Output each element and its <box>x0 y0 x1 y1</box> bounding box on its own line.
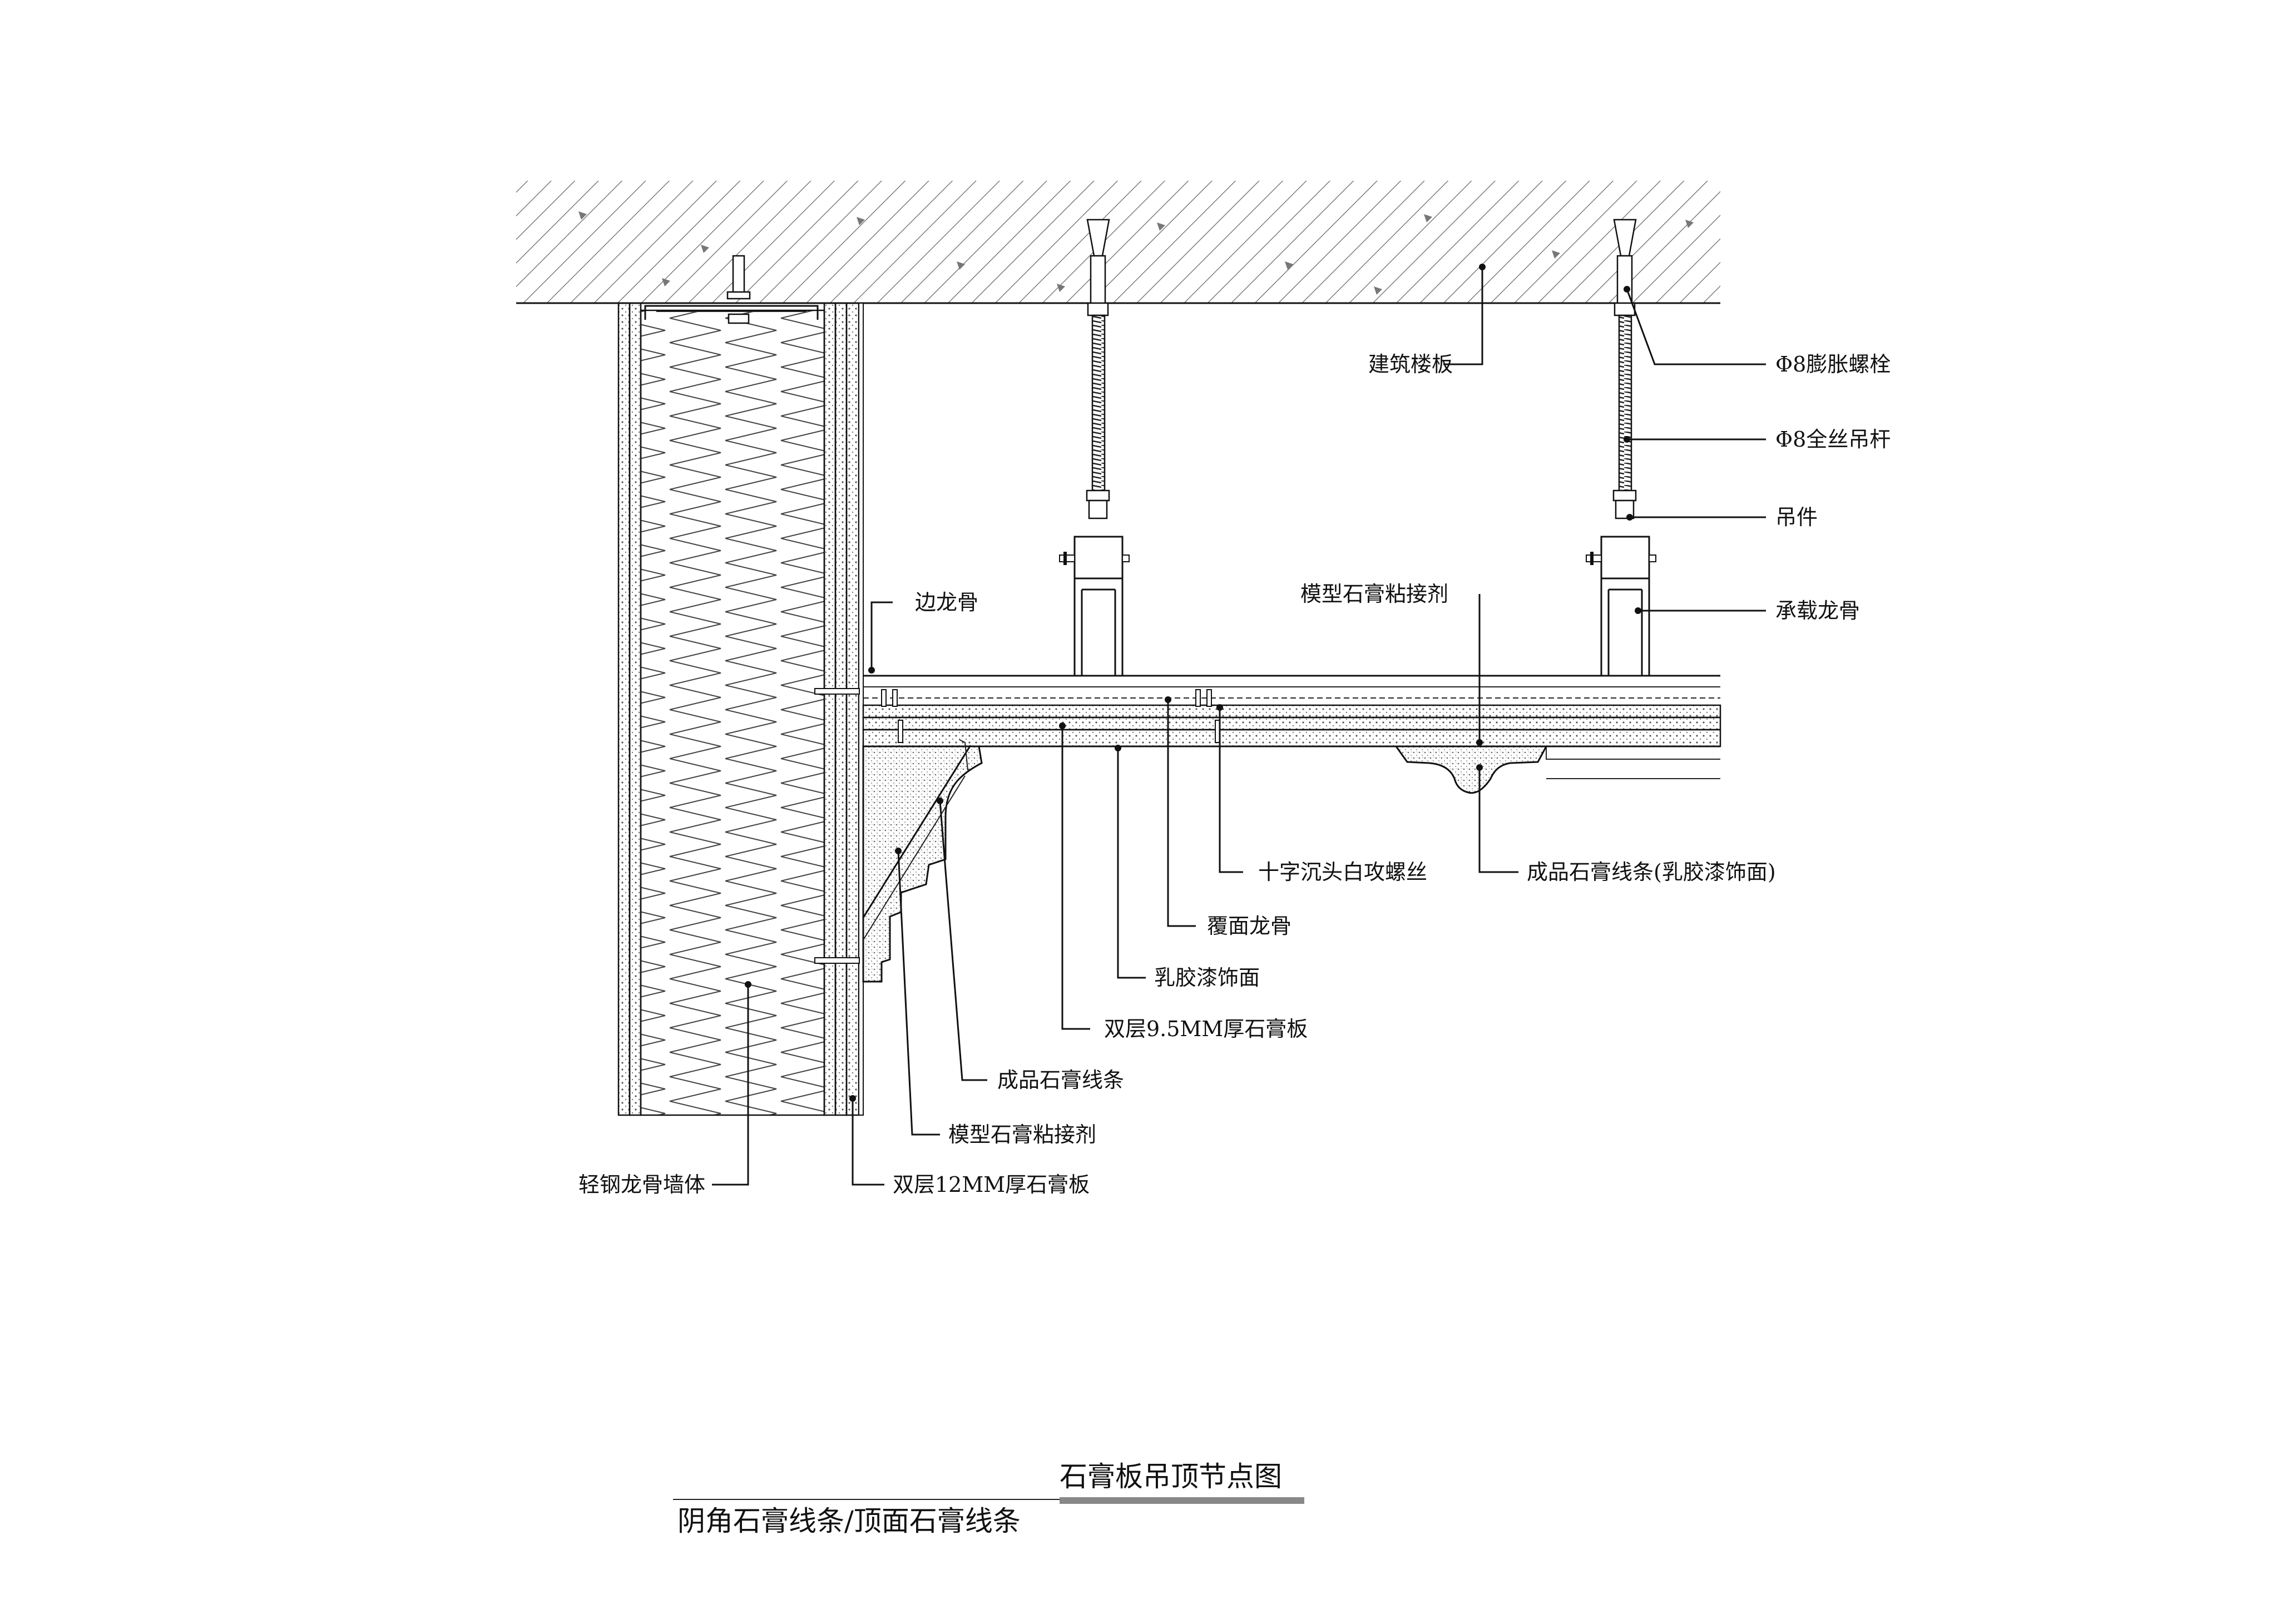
steel-stud-wall <box>617 302 864 1116</box>
self-tapping-screw-icons <box>814 688 1220 964</box>
ceiling-gypsum-boards <box>862 704 1721 779</box>
label-adhesive-corner: 模型石膏粘接剂 <box>948 1122 1096 1147</box>
callout-labels: 建筑楼板 Φ8膨胀螺栓 Φ8全丝吊杆 吊件 承载龙骨 边龙骨 模型石膏粘接剂 十… <box>578 352 1891 1197</box>
label-cross-runner: 覆面龙骨 <box>1207 914 1292 938</box>
leader-lines <box>712 264 1766 1186</box>
building-slab <box>516 181 1720 304</box>
hanger-assembly-left <box>1059 219 1130 676</box>
ceiling-runners <box>863 675 1720 699</box>
drawing-subtitle: 阴角石膏线条/顶面石膏线条 <box>677 1505 1021 1537</box>
label-expansion-bolt: Φ8膨胀螺栓 <box>1775 352 1891 377</box>
label-double-board-9-5: 双层9.5MM厚石膏板 <box>1104 1017 1308 1041</box>
title-block: 石膏板吊顶节点图 阴角石膏线条/顶面石膏线条 <box>673 1460 1304 1537</box>
label-steel-stud-wall: 轻钢龙骨墙体 <box>578 1172 705 1197</box>
label-double-board-12: 双层12MM厚石膏板 <box>893 1172 1090 1197</box>
label-latex-paint: 乳胶漆饰面 <box>1154 966 1260 990</box>
label-corner-cornice: 成品石膏线条 <box>997 1068 1124 1092</box>
top-track-anchor-icon <box>726 255 751 324</box>
ceiling-cornice <box>1394 745 1548 794</box>
label-hanger: 吊件 <box>1775 505 1818 529</box>
title-underline <box>1060 1497 1304 1504</box>
label-threaded-rod: Φ8全丝吊杆 <box>1775 427 1891 452</box>
label-main-runner: 承载龙骨 <box>1775 598 1860 623</box>
label-self-tapping-screw: 十字沉头白攻螺丝 <box>1258 860 1427 884</box>
label-edge-runner: 边龙骨 <box>915 590 978 615</box>
label-adhesive-top: 模型石膏粘接剂 <box>1300 582 1448 606</box>
hanger-assembly-right <box>1586 219 1656 676</box>
label-building-slab: 建筑楼板 <box>1368 352 1453 377</box>
label-ceiling-cornice: 成品石膏线条(乳胶漆饰面) <box>1527 860 1776 884</box>
drawing-title: 石膏板吊顶节点图 <box>1060 1460 1282 1493</box>
corner-cornice <box>862 739 983 983</box>
